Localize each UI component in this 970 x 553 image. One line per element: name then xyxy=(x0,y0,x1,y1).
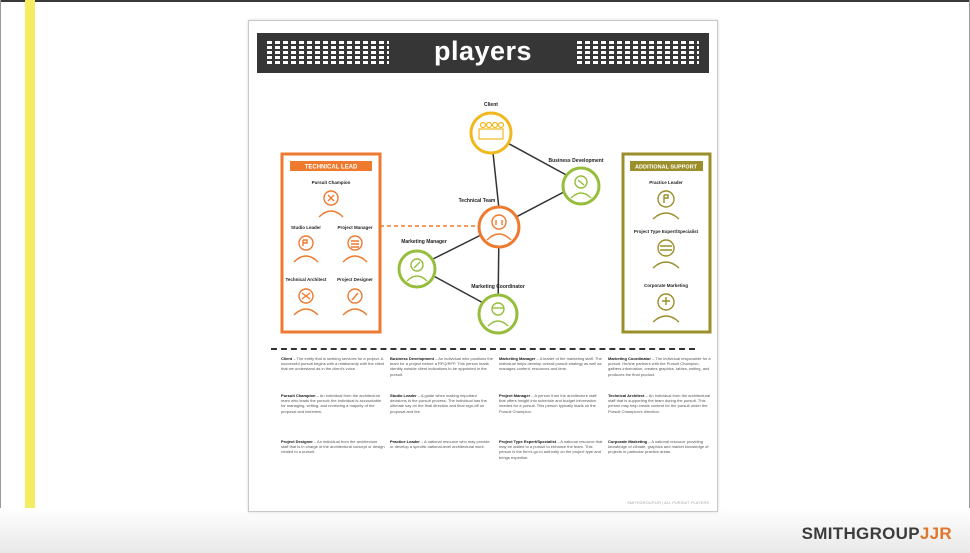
description-term: Practice Leader xyxy=(390,439,420,444)
project-type-expert-icon xyxy=(652,239,680,269)
description-marketing-coordinator: Marketing Coordinator – The individual r… xyxy=(608,356,712,377)
description-corporate-marketing: Corporate Marketing – A national resourc… xyxy=(608,439,712,455)
players-diagram: TECHNICAL LEAD Pursuit Champion Studio L… xyxy=(280,102,712,335)
role-project-manager-label: Project Manager xyxy=(337,225,372,230)
description-text: – A national resource providing knowledg… xyxy=(608,439,709,455)
description-term: Project Type Expert/Specialist xyxy=(499,439,557,444)
additional-support-box xyxy=(621,152,712,334)
description-technical-architect: Technical Architect – An individual from… xyxy=(608,393,712,414)
description-project-manager: Project Manager – A person from the arch… xyxy=(499,393,603,414)
role-studio-leader-label: Studio Leader xyxy=(291,225,321,230)
project-designer-icon xyxy=(342,288,368,316)
client-node xyxy=(469,111,513,155)
footer-band xyxy=(0,508,970,553)
description-term: Corporate Marketing xyxy=(608,439,648,444)
technical-architect-icon xyxy=(293,288,319,316)
accent-bar xyxy=(25,0,35,525)
description-text: – An individual from the architecture st… xyxy=(281,439,385,455)
business-development-node xyxy=(561,166,601,206)
poster-title: players xyxy=(433,36,533,66)
role-project-type-expert-label: Project Type Expert/Specialist xyxy=(634,229,699,234)
description-pursuit-champion: Pursuit Champion – An individual from th… xyxy=(281,393,385,414)
role-pursuit-champion-label: Pursuit Champion xyxy=(312,180,351,185)
description-term: Client xyxy=(281,356,293,361)
description-text: – The individual responsible for a pursu… xyxy=(608,356,711,377)
description-text: – A leader of the marketing staff. The i… xyxy=(499,356,602,372)
banner-pattern-right xyxy=(577,40,699,66)
marketing-manager-node xyxy=(397,249,437,289)
marketing-manager-label: Marketing Manager xyxy=(401,239,447,245)
description-studio-leader: Studio Leader – A guide when making impo… xyxy=(390,393,494,414)
pursuit-champion-icon xyxy=(318,190,344,218)
description-marketing-manager: Marketing Manager – A leader of the mark… xyxy=(499,356,603,372)
poster-page: players TECHNICAL LEAD Pursuit Champion … xyxy=(248,20,718,512)
role-practice-leader-label: Practice Leader xyxy=(649,180,683,185)
description-client: Client – The entity that is seeking serv… xyxy=(281,356,385,372)
marketing-manager-icon xyxy=(406,258,428,282)
banner-pattern-left xyxy=(267,40,389,66)
role-corporate-marketing-label: Corporate Marketing xyxy=(644,283,688,288)
marketing-coordinator-label: Marketing Coordinator xyxy=(471,284,525,290)
description-text: – An individual who positions the team f… xyxy=(390,356,493,377)
description-project-designer: Project Designer – An individual from th… xyxy=(281,439,385,455)
section-divider xyxy=(271,348,695,350)
client-group-icon xyxy=(478,121,505,140)
window-top-border xyxy=(0,0,970,2)
description-term: Project Manager xyxy=(499,393,531,398)
technical-lead-box xyxy=(280,152,382,334)
description-text: – An individual from the architectural s… xyxy=(608,393,711,414)
technical-lead-header-bg xyxy=(290,161,372,171)
additional-support-header-bg xyxy=(630,161,703,171)
technical-team-icon xyxy=(486,214,512,241)
logo-text: SMITHGROUP xyxy=(801,524,920,543)
description-business-development: Business Development – An individual who… xyxy=(390,356,494,377)
description-term: Marketing Coordinator xyxy=(608,356,651,361)
description-text: – A guide when making important decision… xyxy=(390,393,487,414)
corporate-marketing-icon xyxy=(652,293,680,323)
business-development-icon xyxy=(570,175,592,199)
project-manager-icon xyxy=(342,235,368,263)
practice-leader-icon xyxy=(652,190,680,220)
description-term: Project Designer xyxy=(281,439,313,444)
marketing-coordinator-node xyxy=(477,293,519,335)
description-term: Pursuit Champion xyxy=(281,393,316,398)
description-project-type-expert: Project Type Expert/Specialist – A natio… xyxy=(499,439,603,460)
technical-lead-header: TECHNICAL LEAD xyxy=(305,165,358,171)
role-technical-architect-label: Technical Architect xyxy=(285,277,327,282)
description-text: – The entity that is seeking services fo… xyxy=(281,356,385,372)
technical-team-label: Technical Team xyxy=(459,198,496,204)
business-development-label: Business Development xyxy=(548,158,603,164)
description-text: – A national resource that may be added … xyxy=(499,439,603,460)
marketing-coordinator-icon xyxy=(487,302,509,327)
description-term: Business Development xyxy=(390,356,435,361)
logo-accent-text: JJR xyxy=(919,524,952,543)
studio-leader-icon xyxy=(293,235,319,263)
poster-footnote: SMITHGROUPJJR | ALL PURSUIT PLAYERS xyxy=(627,500,709,505)
description-term: Technical Architect xyxy=(608,393,645,398)
description-practice-leader: Practice Leader – A national resource wh… xyxy=(390,439,494,449)
role-project-designer-label: Project Designer xyxy=(337,277,373,282)
technical-team-node xyxy=(477,205,521,249)
description-term: Marketing Manager xyxy=(499,356,536,361)
description-text: – A person from the architecture staff t… xyxy=(499,393,597,414)
description-term: Studio Leader xyxy=(390,393,417,398)
smithgroup-logo: SMITHGROUPJJR xyxy=(802,524,952,544)
description-text: – An individual from the architecture te… xyxy=(281,393,382,414)
client-label: Client xyxy=(484,102,498,108)
title-banner: players xyxy=(257,33,709,73)
description-text: – A national resource who may provide or… xyxy=(390,439,490,450)
additional-support-header: ADDITIONAL SUPPORT xyxy=(635,165,698,171)
